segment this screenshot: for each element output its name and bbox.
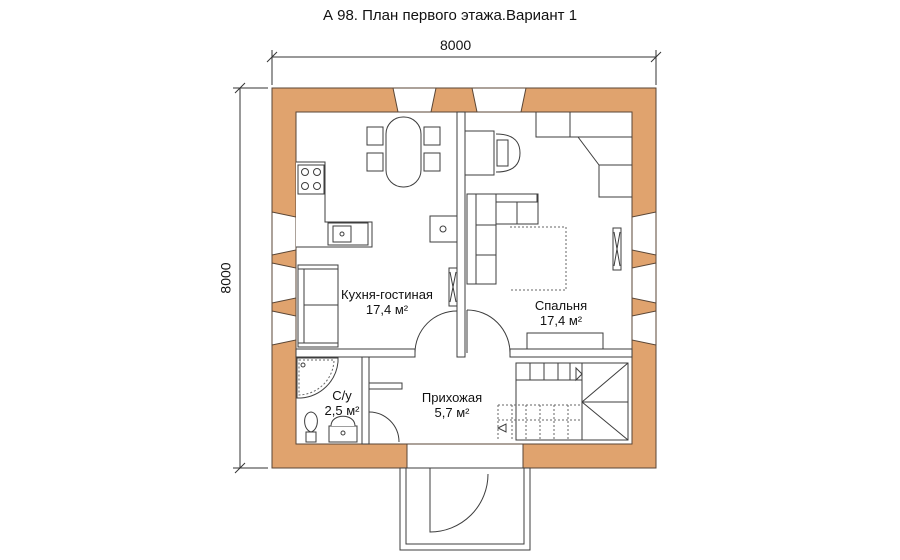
kitchen-furniture [296, 116, 458, 348]
porch [399, 467, 531, 551]
doors [368, 309, 511, 443]
dimension-lines [233, 50, 662, 474]
stairs [496, 362, 629, 441]
bathroom-fixtures [296, 357, 358, 443]
room-name: Кухня-гостиная [341, 287, 433, 302]
room-name: Спальня [534, 298, 588, 313]
room-name: С/у [332, 388, 352, 403]
room-area: 2,5 м² [324, 403, 360, 418]
room-label-bedroom: Спальня 17,4 м² [525, 298, 597, 328]
room-name: Прихожая [421, 390, 483, 405]
width-dimension: 8000 [440, 37, 472, 53]
bedroom-furniture [464, 112, 632, 350]
room-area: 5,7 м² [434, 405, 470, 420]
room-label-kitchen: Кухня-гостиная 17,4 м² [327, 287, 447, 317]
windows [271, 87, 657, 469]
room-label-bathroom: С/у 2,5 м² [319, 388, 365, 418]
height-dimension: 8000 [217, 262, 234, 294]
room-area: 17,4 м² [365, 302, 409, 317]
room-area: 17,4 м² [539, 313, 583, 328]
plan-title: А 98. План первого этажа.Вариант 1 [322, 7, 578, 24]
room-label-hallway: Прихожая 5,7 м² [412, 390, 492, 420]
interior-walls [295, 111, 633, 445]
